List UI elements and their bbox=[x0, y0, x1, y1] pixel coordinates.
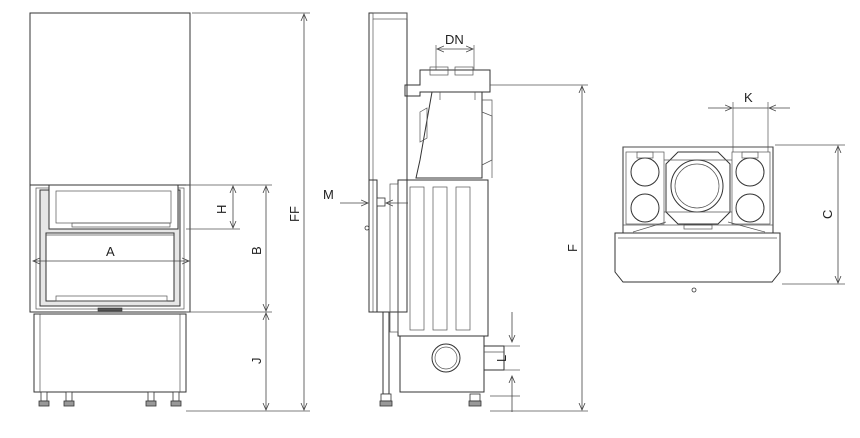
front-feet bbox=[38, 391, 182, 407]
top-flue-outlet bbox=[670, 159, 724, 213]
dimension-H: H bbox=[186, 184, 240, 230]
front-view: A H B J FF bbox=[29, 12, 310, 412]
top-tray bbox=[614, 232, 781, 283]
dimension-F: F bbox=[490, 84, 588, 412]
side-smoke-chamber bbox=[415, 91, 483, 179]
label-M: M bbox=[323, 187, 334, 202]
front-hood bbox=[29, 12, 191, 186]
dimension-FF: FF bbox=[192, 12, 310, 410]
label-F: F bbox=[565, 244, 580, 252]
label-DN: DN bbox=[445, 32, 464, 47]
dimension-L: L bbox=[490, 312, 520, 412]
label-A: A bbox=[106, 244, 115, 259]
side-air-intake bbox=[431, 343, 461, 373]
front-door-upper bbox=[48, 184, 179, 230]
label-K: K bbox=[744, 90, 753, 105]
dimension-J: J bbox=[186, 313, 310, 412]
label-H: H bbox=[214, 205, 229, 214]
dimension-C: C bbox=[775, 144, 845, 285]
side-view: DN M F L bbox=[323, 12, 588, 412]
dimension-M: M bbox=[323, 187, 408, 203]
label-FF: FF bbox=[287, 206, 302, 222]
dimension-A: A bbox=[33, 244, 189, 261]
label-C: C bbox=[820, 210, 835, 219]
side-flue-collar bbox=[404, 69, 491, 97]
front-handle bbox=[97, 307, 123, 312]
top-view: K C bbox=[614, 90, 845, 293]
dimension-DN: DN bbox=[435, 32, 475, 70]
label-J: J bbox=[249, 358, 264, 365]
side-body bbox=[397, 179, 489, 337]
side-front-panel bbox=[368, 12, 408, 313]
front-base bbox=[33, 313, 187, 393]
dimension-K: K bbox=[708, 90, 790, 152]
dimension-B: B bbox=[186, 184, 272, 313]
label-L: L bbox=[494, 355, 509, 362]
label-B: B bbox=[249, 246, 264, 255]
